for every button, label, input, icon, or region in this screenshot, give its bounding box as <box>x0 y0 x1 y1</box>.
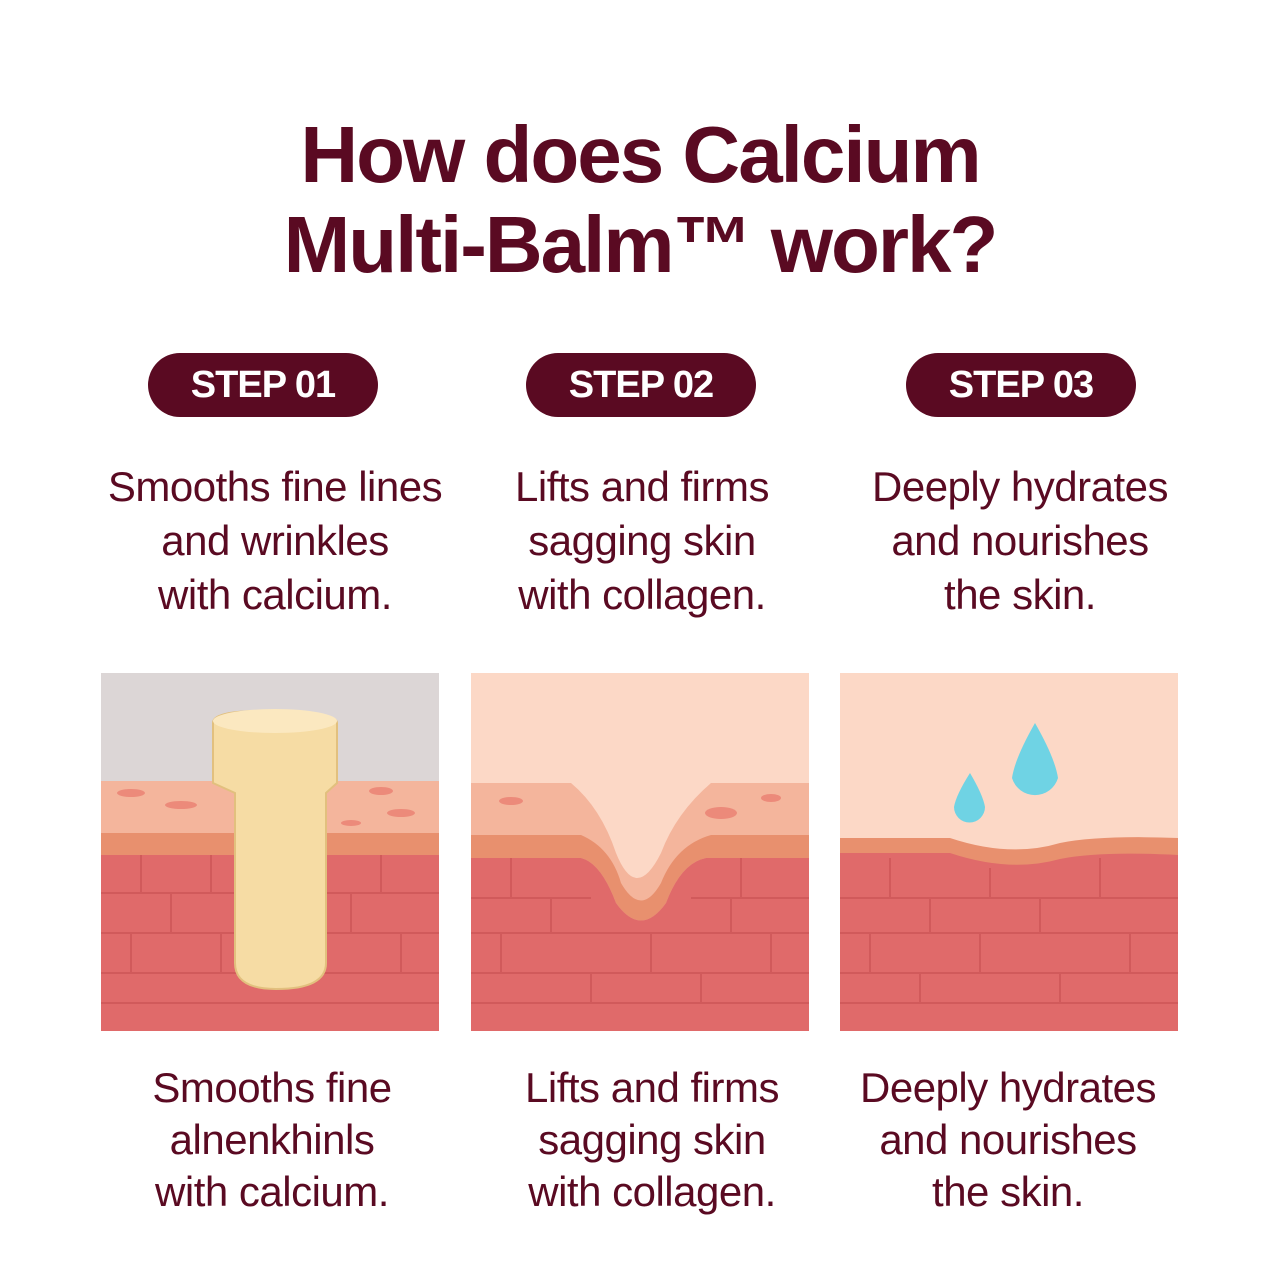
text-line: Lifts and firms <box>525 1064 779 1111</box>
text-line: and nourishes <box>879 1116 1137 1163</box>
text-line: with calcium. <box>158 571 392 618</box>
step-03-illustration <box>840 673 1178 1031</box>
step-01-caption: Smooths fine alnenkhinls with calcium. <box>82 1062 462 1218</box>
title-line-1: How does Calcium <box>300 110 981 199</box>
text-line: the skin. <box>932 1168 1084 1215</box>
step-02-illustration <box>471 673 809 1031</box>
text-line: and nourishes <box>891 517 1149 564</box>
water-drop-icon <box>1012 723 1058 796</box>
step-02-badge: STEP 02 <box>526 353 756 417</box>
step-01-badge: STEP 01 <box>148 353 378 417</box>
text-line: Deeply hydrates <box>872 463 1169 510</box>
text-line: alnenkhinls <box>169 1116 375 1163</box>
text-line: Smooths fine lines <box>107 463 443 510</box>
step-02-caption: Lifts and firms sagging skin with collag… <box>462 1062 842 1218</box>
text-line: Deeply hydrates <box>860 1064 1157 1111</box>
page-title: How does Calcium Multi-Balm™ work? <box>0 110 1280 290</box>
step-03-description: Deeply hydrates and nourishes the skin. <box>830 460 1210 622</box>
text-line: with calcium. <box>155 1168 389 1215</box>
text-line: with collagen. <box>528 1168 776 1215</box>
title-line-2: Multi-Balm™ work? <box>283 200 999 289</box>
text-line: sagging skin <box>528 517 756 564</box>
text-line: with collagen. <box>518 571 766 618</box>
text-line: sagging skin <box>538 1116 766 1163</box>
step-01-illustration <box>101 673 439 1031</box>
text-line: Smooths fine <box>152 1064 392 1111</box>
text-line: the skin. <box>944 571 1096 618</box>
step-03-caption: Deeply hydrates and nourishes the skin. <box>818 1062 1198 1218</box>
step-03-badge: STEP 03 <box>906 353 1136 417</box>
water-drop-icon <box>954 773 985 823</box>
step-02-description: Lifts and firms sagging skin with collag… <box>452 460 832 622</box>
text-line: and wrinkles <box>161 517 389 564</box>
text-line: Lifts and firms <box>515 463 769 510</box>
step-01-description: Smooths fine lines and wrinkles with cal… <box>85 460 465 622</box>
